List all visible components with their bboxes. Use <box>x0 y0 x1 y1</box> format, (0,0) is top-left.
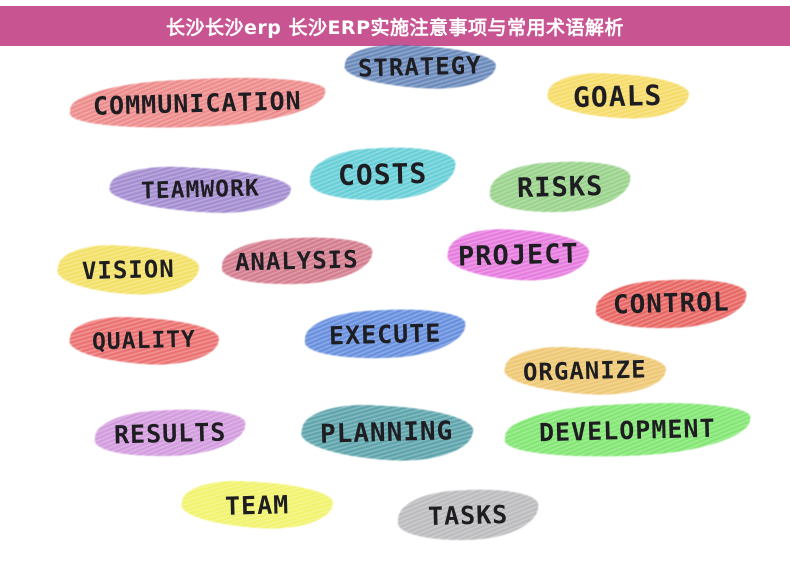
word-tag-development: Development <box>502 397 753 463</box>
word-label: Organize <box>522 355 648 387</box>
page-title: 长沙长沙erp 长沙ERP实施注意事项与常用术语解析 <box>165 16 624 39</box>
word-label: Project <box>457 237 579 273</box>
word-label: Risks <box>516 170 604 204</box>
word-label: Communication <box>92 85 303 121</box>
word-tag-costs: Costs <box>307 144 458 204</box>
word-tag-strategy: Strategy <box>341 42 499 92</box>
word-tag-project: Project <box>443 226 593 284</box>
word-tag-organize: Organize <box>500 344 670 398</box>
word-tag-analysis: Analysis <box>220 233 374 289</box>
word-collage-image: StrategyCommunicationGoalsCostsTeamworkR… <box>0 42 790 564</box>
word-tag-quality: Quality <box>65 314 223 368</box>
word-tag-results: Results <box>93 405 247 461</box>
word-label: Execute <box>328 318 442 350</box>
word-label: Goals <box>572 78 664 114</box>
word-tag-teamwork: Teamwork <box>105 163 295 217</box>
word-tag-goals: Goals <box>543 70 693 122</box>
word-label: Development <box>538 413 717 447</box>
word-tag-vision: Vision <box>53 242 203 298</box>
word-label: Costs <box>337 156 428 192</box>
word-tag-team: Team <box>177 478 337 532</box>
word-tag-tasks: Tasks <box>395 486 541 544</box>
word-label: Teamwork <box>140 175 260 205</box>
word-label: Quality <box>91 326 197 356</box>
title-banner: 长沙长沙erp 长沙ERP实施注意事项与常用术语解析 <box>0 6 790 46</box>
word-label: Team <box>224 489 290 521</box>
word-label: Planning <box>320 416 454 450</box>
word-label: Control <box>612 287 730 321</box>
word-label: Vision <box>81 254 175 286</box>
word-tag-planning: Planning <box>296 401 478 465</box>
word-tag-control: Control <box>593 275 749 333</box>
word-label: Analysis <box>234 245 360 277</box>
word-label: Strategy <box>357 51 483 83</box>
word-label: Tasks <box>427 499 509 531</box>
word-label: Results <box>113 417 227 449</box>
word-tag-execute: Execute <box>302 305 468 363</box>
word-tag-communication: Communication <box>68 72 327 134</box>
word-tag-risks: Risks <box>487 158 633 216</box>
